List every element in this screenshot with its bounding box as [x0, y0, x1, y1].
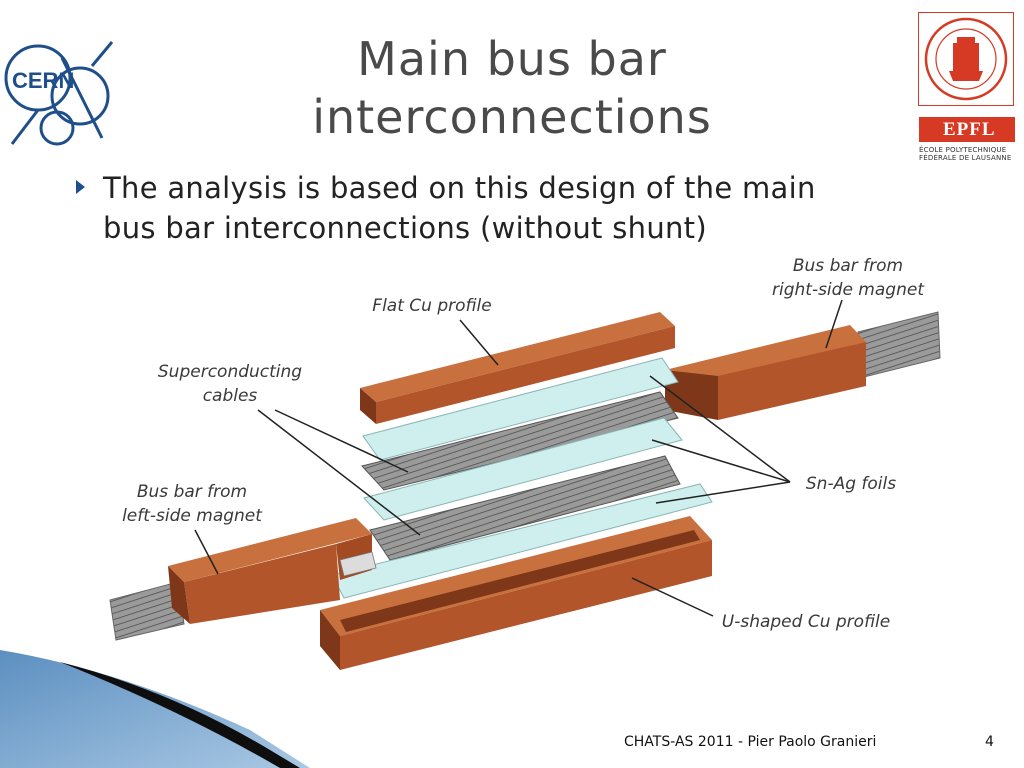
label-bus-bar-right: Bus bar from right-side magnet — [772, 256, 924, 300]
slide-title-line1: Main bus bar — [357, 32, 667, 86]
upper-sn-ag-foil — [362, 357, 679, 461]
bullet-text-line1: The analysis is based on this design of … — [103, 171, 816, 205]
leader-lines — [194, 299, 843, 617]
right-cable-bundle — [857, 311, 941, 379]
slide-footer: CHATS-AS 2011 - Pier Paolo Granieri — [624, 734, 877, 750]
page-number: 4 — [985, 734, 994, 750]
label-flat-cu-profile: Flat Cu profile — [372, 296, 492, 316]
bullet-text: The analysis is based on this design of … — [103, 168, 923, 248]
lower-sn-ag-foil — [331, 483, 713, 599]
epfl-logo-text: EPFL — [943, 119, 996, 140]
right-bus-bar — [665, 325, 866, 420]
slide-title: Main bus bar interconnections — [250, 30, 774, 146]
corner-swoosh-decoration — [0, 650, 310, 768]
cern-logo: CERN — [4, 41, 114, 146]
lower-superconducting-cable — [369, 455, 681, 561]
svg-text:CERN: CERN — [12, 68, 74, 93]
left-bus-bar — [168, 518, 377, 624]
bullet-text-line2: bus bar interconnections (without shunt) — [103, 211, 707, 245]
middle-sn-ag-foil — [363, 417, 683, 521]
label-sn-ag-foils: Sn-Ag foils — [805, 474, 897, 494]
flat-cu-profile — [360, 312, 675, 424]
slide-title-line2: interconnections — [312, 90, 712, 144]
label-u-shaped-cu-profile: U-shaped Cu profile — [721, 612, 891, 632]
upper-superconducting-cable — [361, 391, 679, 491]
left-cable-bundle — [109, 581, 185, 641]
bullet-arrow-icon — [76, 180, 85, 194]
label-superconducting-cables: Superconducting cables — [157, 362, 303, 406]
epfl-logo-subtitle: ÉCOLE POLYTECHNIQUE FÉDÉRALE DE LAUSANNE — [919, 146, 1012, 162]
label-bus-bar-left: Bus bar from left-side magnet — [122, 482, 262, 526]
unibo-seal-logo — [918, 12, 1014, 106]
u-shaped-cu-profile — [320, 516, 712, 670]
epfl-logo: EPFL — [919, 117, 1015, 142]
